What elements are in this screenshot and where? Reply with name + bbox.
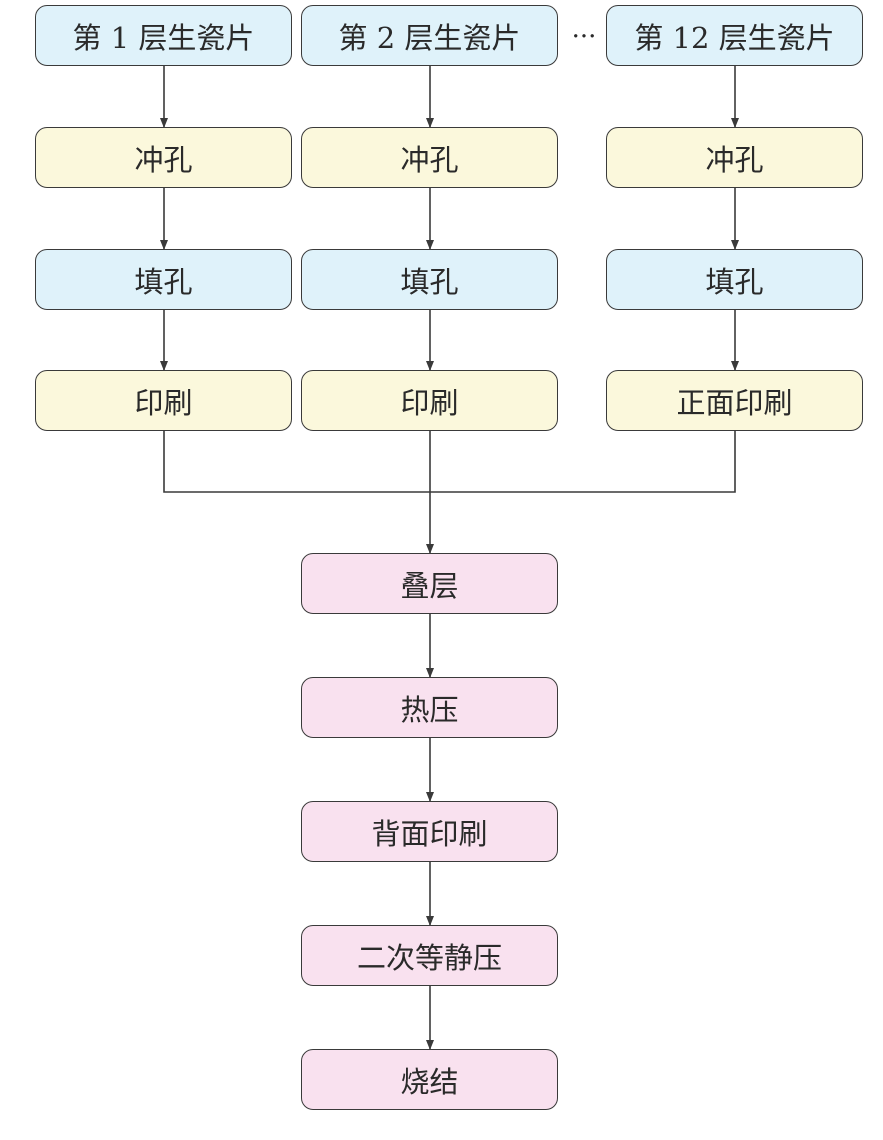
fill-node-2: 填孔 — [301, 249, 558, 310]
isostatic-press-node: 二次等静压 — [301, 925, 558, 986]
sintering-node: 烧结 — [301, 1049, 558, 1110]
punch-node-2: 冲孔 — [301, 127, 558, 188]
lamination-node: 叠层 — [301, 553, 558, 614]
fill-node-1: 填孔 — [35, 249, 292, 310]
hot-press-node: 热压 — [301, 677, 558, 738]
layer-12-node: 第 12 层生瓷片 — [606, 5, 863, 66]
layer-1-node: 第 1 层生瓷片 — [35, 5, 292, 66]
print-node-1: 印刷 — [35, 370, 292, 431]
punch-node-12: 冲孔 — [606, 127, 863, 188]
layer-2-node: 第 2 层生瓷片 — [301, 5, 558, 66]
punch-node-1: 冲孔 — [35, 127, 292, 188]
print-node-12: 正面印刷 — [606, 370, 863, 431]
back-print-node: 背面印刷 — [301, 801, 558, 862]
merge-line — [163, 431, 736, 493]
print-node-2: 印刷 — [301, 370, 558, 431]
fill-node-12: 填孔 — [606, 249, 863, 310]
ellipsis: ··· — [571, 22, 597, 52]
